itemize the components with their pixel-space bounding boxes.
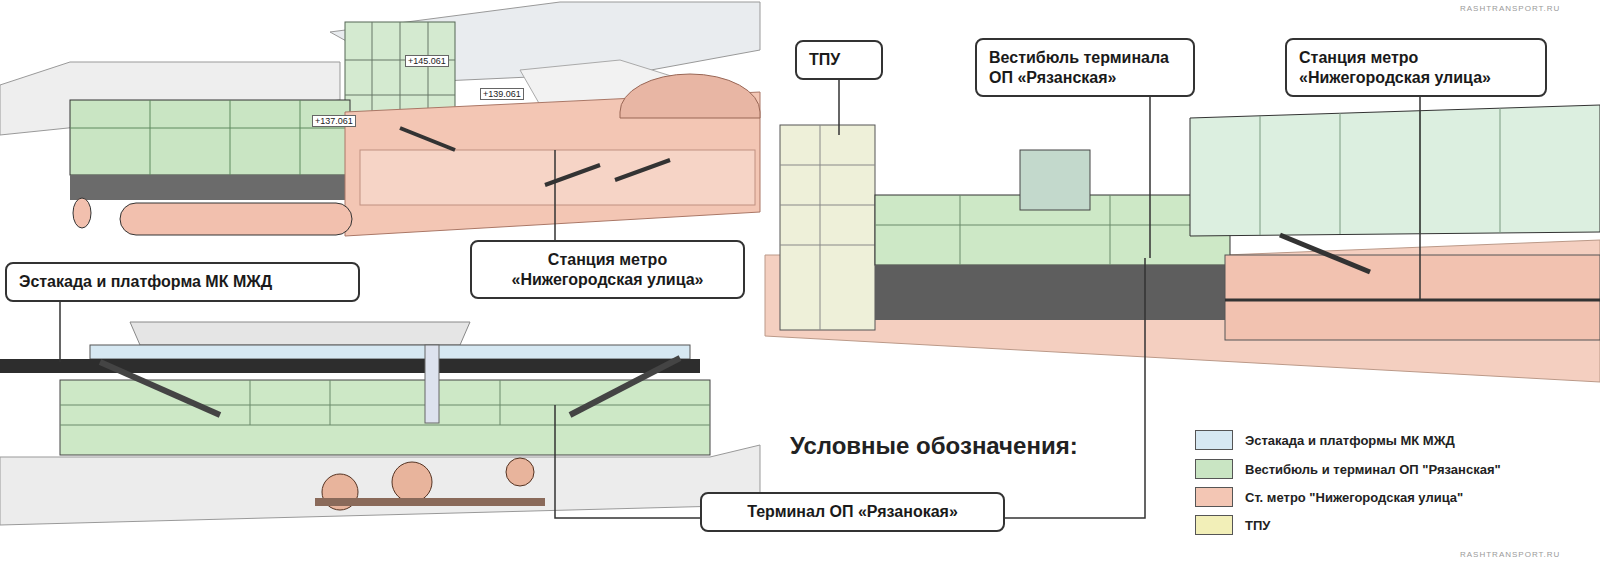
illustration-rect — [70, 100, 350, 175]
illustration-rect — [875, 265, 1225, 320]
legend-row: ТПУ — [1195, 515, 1270, 535]
legend-swatch — [1195, 515, 1233, 535]
legend-title: Условные обозначения: — [790, 432, 1078, 460]
illustration-line — [1280, 235, 1370, 272]
illustration-line — [70, 128, 350, 129]
illustration-path — [850, 258, 1145, 518]
illustration-line — [230, 100, 231, 175]
callout-box: Станция метро «Нижегородская улица» — [1285, 38, 1547, 97]
callout-text: ТПУ — [809, 50, 869, 70]
callout-text: Эстакада и платформа МК МЖД — [19, 272, 346, 292]
legend-swatch — [1195, 459, 1233, 479]
callout-text: Вестибюль терминала ОП «Рязанская» — [989, 48, 1181, 87]
illustration-line — [150, 100, 151, 175]
illustration-line — [780, 245, 875, 246]
illustration-path — [620, 74, 760, 118]
callout-text: Станция метро «Нижегородская улица» — [1299, 48, 1533, 87]
illustration-polygon — [70, 175, 350, 200]
illustration-line — [345, 95, 455, 96]
top-left-view — [0, 2, 760, 236]
illustration-line — [1260, 116, 1261, 235]
right-section — [765, 105, 1600, 382]
illustration-line — [875, 225, 1230, 226]
illustration-rect — [780, 125, 875, 330]
callout-box: ТПУ — [795, 40, 883, 80]
illustration-line — [1225, 299, 1600, 302]
legend-row: Ст. метро "Нижегородская улица" — [1195, 487, 1463, 507]
illustration-polygon — [1190, 105, 1600, 236]
illustration-rect — [425, 345, 439, 423]
illustration-rect — [1225, 255, 1600, 340]
illustration-line — [780, 205, 875, 206]
callout-box: Эстакада и платформа МК МЖД — [5, 262, 360, 302]
legend-text: Ст. метро "Нижегородская улица" — [1245, 490, 1463, 505]
legend-text: Вестибюль и терминал ОП "Рязанская" — [1245, 462, 1501, 477]
illustration-rect — [360, 150, 755, 205]
legend-row: Эстакада и платформы МК МЖД — [1195, 430, 1455, 450]
illustration-rect — [90, 345, 690, 359]
elevation-mark: +139.061 — [480, 88, 524, 100]
bottom-left-section — [0, 322, 760, 525]
illustration-line — [300, 100, 301, 175]
watermark: RASHTRANSPORT.RU — [1460, 550, 1560, 559]
elevation-mark: +137.061 — [312, 115, 356, 127]
illustration-line — [60, 425, 710, 426]
illustration-line — [545, 165, 600, 185]
illustration-line — [1340, 113, 1341, 234]
illustration-line — [820, 125, 821, 330]
illustration-line — [100, 362, 220, 415]
illustration-line — [250, 380, 251, 425]
illustration-polygon — [0, 445, 760, 525]
illustration-rect — [315, 498, 545, 506]
illustration-polygon — [130, 322, 470, 345]
callout-text: Терминал ОП «Рязанокая» — [714, 502, 991, 522]
illustration-line — [60, 405, 710, 406]
callout-box: Станция метро «Нижегородская улица» — [470, 240, 745, 299]
illustration-line — [330, 380, 331, 425]
illustration-circle — [392, 462, 432, 502]
elevation-mark: +145.061 — [405, 55, 449, 67]
callout-text: Станция метро «Нижегородская улица» — [484, 250, 731, 289]
illustration-rect — [1020, 150, 1090, 210]
callout-box: Вестибюль терминала ОП «Рязанская» — [975, 38, 1195, 97]
illustration-line — [960, 195, 961, 265]
legend-text: Эстакада и платформы МК МЖД — [1245, 433, 1455, 448]
illustration-line — [615, 160, 670, 180]
illustration-line — [780, 165, 875, 166]
callout-box: Терминал ОП «Рязанокая» — [700, 492, 1005, 532]
illustration-line — [1500, 108, 1501, 233]
illustration-rect — [120, 203, 352, 235]
illustration-line — [570, 358, 680, 415]
watermark: RASHTRANSPORT.RU — [1460, 4, 1560, 13]
illustration-circle — [506, 458, 534, 486]
legend-swatch — [1195, 430, 1233, 450]
illustration-line — [1110, 195, 1111, 265]
illustration-line — [400, 128, 455, 150]
illustration-ellipse — [73, 198, 91, 228]
legend-row: Вестибюль и терминал ОП "Рязанская" — [1195, 459, 1501, 479]
legend-swatch — [1195, 487, 1233, 507]
legend-text: ТПУ — [1245, 518, 1270, 533]
illustration-line — [500, 380, 501, 425]
